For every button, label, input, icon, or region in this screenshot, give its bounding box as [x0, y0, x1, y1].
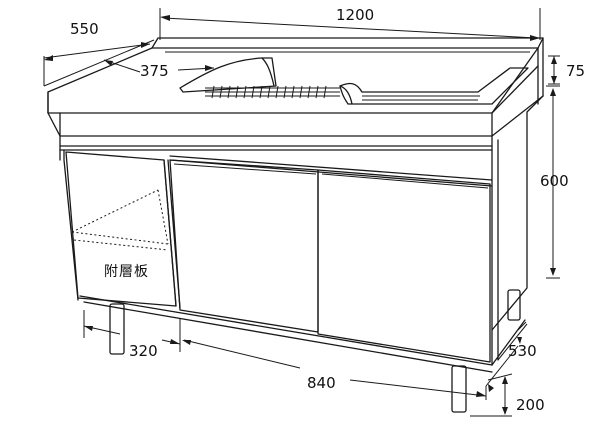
- dim-label-600: 600: [540, 172, 569, 190]
- front-right-leg: [451, 365, 467, 413]
- cabinet-body: [59, 95, 544, 373]
- dim-840: 840: [179, 330, 487, 400]
- dim-200: 200: [470, 373, 545, 417]
- dim-label-320: 320: [129, 342, 158, 360]
- dim-label-200: 200: [516, 396, 545, 414]
- dim-label-530: 530: [508, 342, 537, 360]
- dim-530: 530: [485, 321, 537, 392]
- dim-label-75: 75: [566, 62, 585, 80]
- dim-550: 550: [43, 20, 155, 87]
- dim-label-840: 840: [307, 374, 336, 392]
- dim-1200: 1200: [159, 6, 541, 41]
- sink-basin: [179, 57, 529, 105]
- dim-label-550: 550: [70, 20, 99, 38]
- back-right-leg: [507, 289, 521, 321]
- dim-label-375: 375: [140, 62, 169, 80]
- dim-75: 75: [548, 55, 585, 85]
- dim-320: 320: [83, 310, 181, 360]
- middle-door: [169, 159, 319, 333]
- front-left-leg: [109, 303, 125, 355]
- right-door: [169, 155, 493, 363]
- shelf-note: 附層板: [104, 264, 149, 280]
- dim-600: 600: [540, 85, 569, 279]
- drain-grid: [205, 85, 340, 99]
- countertop: [47, 37, 544, 137]
- dim-label-1200: 1200: [336, 6, 374, 24]
- dim-375: 375: [103, 59, 215, 80]
- shelf-compartment: [65, 151, 181, 309]
